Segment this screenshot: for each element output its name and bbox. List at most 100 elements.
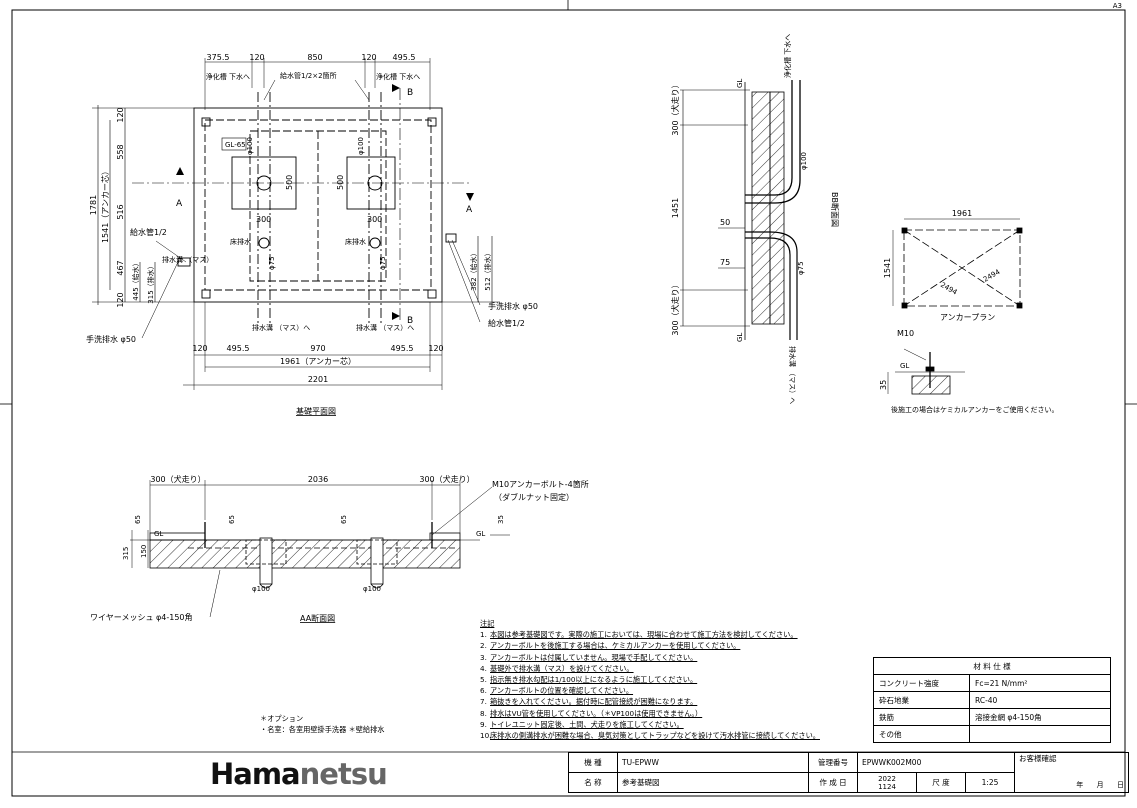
- bb-drain-pit: 排水溝 （マス）へ: [788, 346, 797, 404]
- plan-labels: 375.5 120 850 120 495.5 給水管1/2×2箇所 浄化槽 下…: [86, 53, 538, 416]
- bb-dim-1: 300（犬走り）: [670, 80, 680, 135]
- section-aa: [130, 480, 510, 618]
- bb-phi75: φ75: [797, 261, 805, 275]
- tb-name-value: 参考基礎図: [617, 772, 809, 793]
- dim-bot-2: 495.5: [227, 344, 250, 353]
- tb-mgmt-key: 管理番号: [808, 752, 858, 773]
- tb-model-key: 機 種: [568, 752, 618, 773]
- spec-header: 材 料 仕 様: [873, 657, 1111, 675]
- drain-pit-left: 排水溝 （マス）へ: [252, 323, 310, 332]
- floor-drain-left: 床排水: [230, 237, 251, 246]
- note-item: 4.基礎外で排水溝（マス）を設けてください。: [480, 663, 634, 673]
- gl-box-label: GL-65: [225, 141, 246, 149]
- options-line-1: ＊オプション: [260, 714, 304, 723]
- dim-right-1: 382（給水）: [469, 249, 478, 290]
- tb-scale-value: 1:25: [965, 772, 1015, 793]
- spec-value: [969, 725, 1111, 743]
- water-pipe-right-label: 給水管1/2: [488, 318, 525, 328]
- aa-d35: 35: [497, 515, 505, 524]
- spec-key: 鉄筋: [873, 708, 970, 726]
- dim-left-3: 516: [116, 204, 125, 219]
- phi75-left: φ75: [268, 256, 276, 270]
- plan-title: 基礎平面図: [296, 406, 336, 416]
- aa-dim-2: 2036: [308, 475, 328, 484]
- box-500-left: 500: [285, 175, 294, 190]
- dim-bot-5: 120: [428, 344, 443, 353]
- anchor-plan: [892, 218, 1023, 309]
- drain-pit-right: 排水溝 （マス）へ: [356, 323, 414, 332]
- dim-top-2: 120: [249, 53, 264, 62]
- options-line-2: ・名室：各室用壁掛手洗器 ＊壁給排水: [260, 725, 385, 734]
- box-500-right: 500: [336, 175, 345, 190]
- dim-bot-1: 120: [192, 344, 207, 353]
- dim-315: 315（排水）: [146, 262, 155, 303]
- anchor-plan-labels: 1961 1541 2494 2494 アンカープラン: [883, 209, 1002, 322]
- aa-gl-right: GL: [476, 530, 485, 538]
- company-logo: Hamanetsu: [210, 757, 388, 791]
- aa-dim-3: 300（犬走り）: [419, 474, 474, 484]
- phi100-right: φ100: [357, 137, 365, 155]
- spec-value: RC-40: [969, 691, 1111, 709]
- note-item: 3.アンカーボルトは付属していません。現場で手配してください。: [480, 652, 698, 662]
- note-item: 1.本図は参考基礎図です。実際の施工においては、現場に合わせて施工方法を検討して…: [480, 630, 798, 640]
- dim-total-width: 2201: [308, 375, 328, 384]
- water-pipe-left-label: 給水管1/2: [130, 227, 167, 237]
- tb-date-fields: 年 月 日: [1076, 781, 1124, 789]
- section-a-right: A: [466, 205, 473, 215]
- section-bb-labels: 300（犬走り） 1451 300（犬走り） 50 75 GL GL φ100 …: [670, 34, 840, 404]
- note-item: 5.指示無き排水勾配は1/100以上になるように施工してください。: [480, 675, 698, 685]
- box-300-right: 300: [367, 215, 382, 224]
- bb-septic: 浄化槽 下水へ: [783, 34, 792, 78]
- bb-dim-2: 1451: [671, 198, 680, 218]
- tb-scale-key: 尺 度: [916, 772, 966, 793]
- dim-left-5: 120: [116, 292, 125, 307]
- m10-dim: 35: [879, 380, 888, 390]
- anchor-diag-2: 2494: [982, 268, 1002, 284]
- note-item: 8.排水はVU管を使用してください。（＊VP100は使用できません。）: [480, 708, 703, 718]
- dim-left-anchor: 1541（アンカー芯）: [100, 167, 110, 243]
- sheet-size: A3: [1113, 2, 1122, 10]
- note-item: 10.床排水の側溝排水が困難な場合、臭気対策としてトラップなどを設けて汚水排管に…: [480, 731, 820, 741]
- tb-name-key: 名 称: [568, 772, 618, 793]
- bb-d75: 75: [720, 258, 730, 267]
- aa-d65-mid-1: 65: [228, 515, 236, 524]
- section-b-bottom: B: [407, 316, 413, 326]
- notes-heading: 注記: [480, 619, 495, 628]
- aa-dim-1: 300（犬走り）: [150, 474, 205, 484]
- tb-model-value: TU-EPWW: [617, 752, 809, 773]
- tb-customer-label: お客様確認: [1019, 754, 1057, 763]
- anchor-width: 1961: [952, 209, 972, 218]
- spec-key: その他: [873, 725, 970, 743]
- septic-label-right: 浄化槽 下水へ: [376, 72, 420, 81]
- box-300-left: 300: [256, 215, 271, 224]
- spec-value: 溶接金網 φ4-150角: [969, 708, 1111, 726]
- dim-445: 445（給水）: [131, 259, 140, 300]
- tb-date-key: 作 成 日: [808, 772, 858, 793]
- aa-anchor-note-2: （ダブルナット固定）: [494, 492, 574, 502]
- aa-phi100-left: φ100: [252, 585, 270, 593]
- bb-gl-top: GL: [736, 79, 744, 88]
- dim-right-2: 512（排水）: [483, 249, 492, 290]
- bb-gl-bottom: GL: [736, 333, 744, 342]
- tb-date-value: 2022 1124: [857, 772, 917, 793]
- m10-detail: [887, 348, 965, 395]
- note-item: 7.箱抜きを入れてください。据付時に配管接続が困難になります。: [480, 697, 698, 707]
- dim-top-1: 375.5: [207, 53, 230, 62]
- dim-top-4: 120: [361, 53, 376, 62]
- aa-d315: 315: [122, 547, 130, 560]
- aa-gl-left: GL: [154, 530, 163, 538]
- notes-block: 注記 1.本図は参考基礎図です。実際の施工においては、現場に合わせて施工方法を検…: [480, 618, 870, 741]
- m10-gl: GL: [900, 362, 909, 370]
- hand-drain-right-label: 手洗排水 φ50: [488, 301, 538, 311]
- title-block: 機 種 TU-EPWW 管理番号 EPWWK002M00 お客様確認 年 月 日…: [568, 752, 1129, 793]
- dim-anchor-center: 1961（アンカー芯）: [280, 356, 356, 366]
- septic-label-left: 浄化槽 下水へ: [206, 72, 250, 81]
- water-pipe-x2-label: 給水管1/2×2箇所: [280, 71, 337, 80]
- spec-key: コンクリート強度: [873, 674, 970, 692]
- bb-phi100: φ100: [800, 152, 808, 170]
- section-bb: [680, 80, 801, 340]
- note-item: 9.トイレユニット固定後、土間、犬走りを施工してください。: [480, 719, 684, 729]
- phi100-left: φ100: [246, 137, 254, 155]
